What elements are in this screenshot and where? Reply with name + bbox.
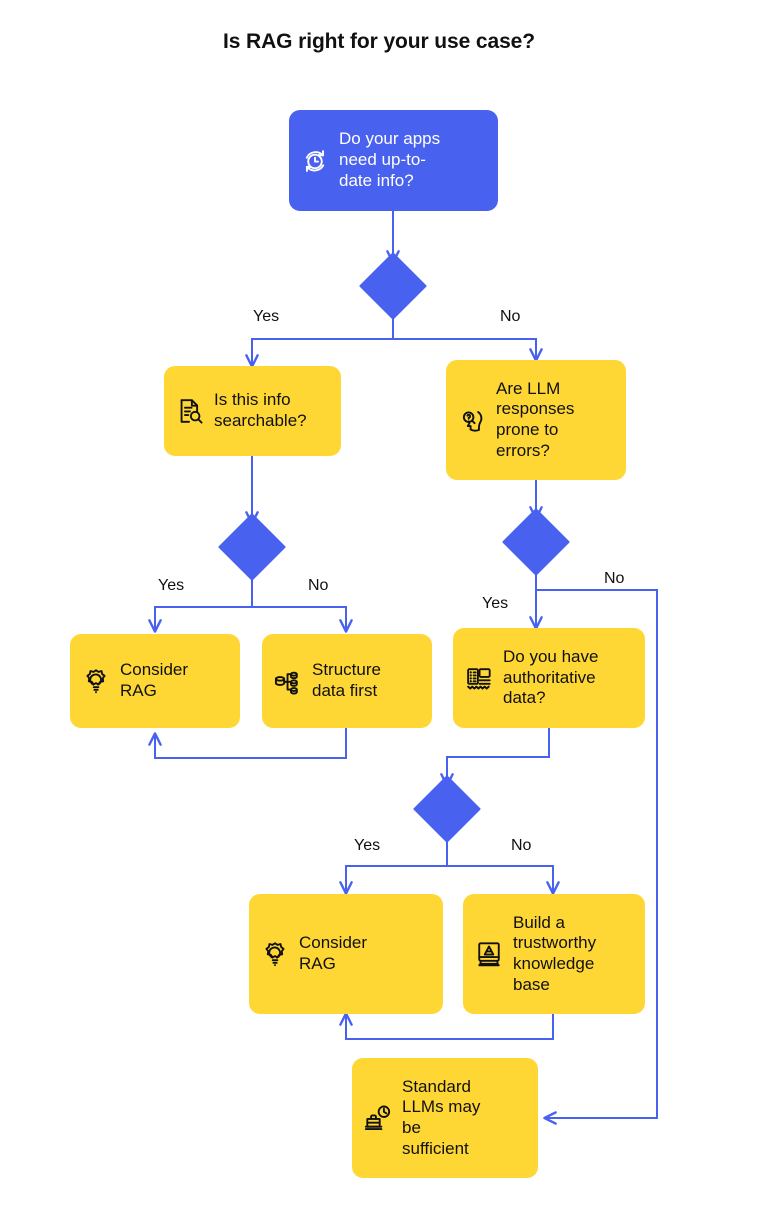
head-question-icon bbox=[457, 405, 487, 435]
gear-lightbulb-icon bbox=[260, 939, 290, 969]
edge-label-d1-no: No bbox=[500, 308, 521, 325]
node-label: Standard LLMs may be sufficient bbox=[402, 1076, 481, 1158]
node-label: Is this info searchable? bbox=[214, 390, 307, 430]
edge-d2-n5 bbox=[251, 571, 353, 633]
decision-diamond-4[interactable] bbox=[413, 775, 481, 843]
edge-label-d1-yes: Yes bbox=[253, 308, 280, 325]
briefcase-clock-icon bbox=[363, 1103, 393, 1133]
edge-label-d4-yes: Yes bbox=[354, 837, 381, 854]
gear-lightbulb-icon bbox=[81, 666, 111, 696]
decision-diamond-2[interactable] bbox=[218, 513, 286, 581]
decision-diamond-1[interactable] bbox=[359, 252, 427, 320]
node-need-up-to-date-info[interactable]: Do your apps need up-to- date info? bbox=[289, 110, 498, 211]
node-label: Structure data first bbox=[312, 660, 381, 700]
node-label: Consider RAG bbox=[120, 660, 189, 700]
node-label: Build a trustworthy knowledge base bbox=[513, 912, 597, 994]
page-title: Is RAG right for your use case? bbox=[223, 30, 535, 53]
edge-label-d2-no: No bbox=[308, 577, 329, 594]
edge-label-d4-no: No bbox=[511, 837, 532, 854]
node-is-info-searchable[interactable]: Is this info searchable? bbox=[164, 366, 341, 456]
database-tree-icon bbox=[273, 666, 303, 696]
node-have-authoritative-data[interactable]: Do you have authoritative data? bbox=[453, 628, 645, 728]
node-label: Consider RAG bbox=[299, 933, 368, 973]
decision-diamond-3[interactable] bbox=[502, 508, 570, 576]
node-label: Are LLM responses prone to errors? bbox=[496, 378, 575, 460]
clock-refresh-icon bbox=[300, 146, 330, 176]
edge-label-d3-no: No bbox=[604, 570, 625, 587]
edge-n8-n7 bbox=[339, 1011, 554, 1040]
node-label: Do your apps need up-to- date info? bbox=[339, 129, 441, 190]
node-llm-responses-prone-to-errors[interactable]: Are LLM responses prone to errors? bbox=[446, 360, 626, 480]
edge-label-d2-yes: Yes bbox=[158, 577, 185, 594]
node-build-trustworthy-knowledge-base[interactable]: Build a trustworthy knowledge base bbox=[463, 894, 645, 1014]
edge-n6-d4 bbox=[440, 728, 550, 787]
document-search-icon bbox=[175, 396, 205, 426]
node-standard-llms-sufficient[interactable]: Standard LLMs may be sufficient bbox=[352, 1058, 538, 1178]
trusted-book-icon bbox=[474, 939, 504, 969]
node-structure-data-first[interactable]: Structure data first bbox=[262, 634, 432, 728]
node-label: Do you have authoritative data? bbox=[503, 646, 599, 708]
node-consider-rag-left[interactable]: Consider RAG bbox=[70, 634, 240, 728]
edge-n5-n4 bbox=[148, 728, 347, 759]
edge-label-d3-yes: Yes bbox=[482, 595, 509, 612]
node-consider-rag-bottom[interactable]: Consider RAG bbox=[249, 894, 443, 1014]
certificate-document-icon bbox=[464, 663, 494, 693]
edge-d4-n8 bbox=[446, 832, 560, 895]
